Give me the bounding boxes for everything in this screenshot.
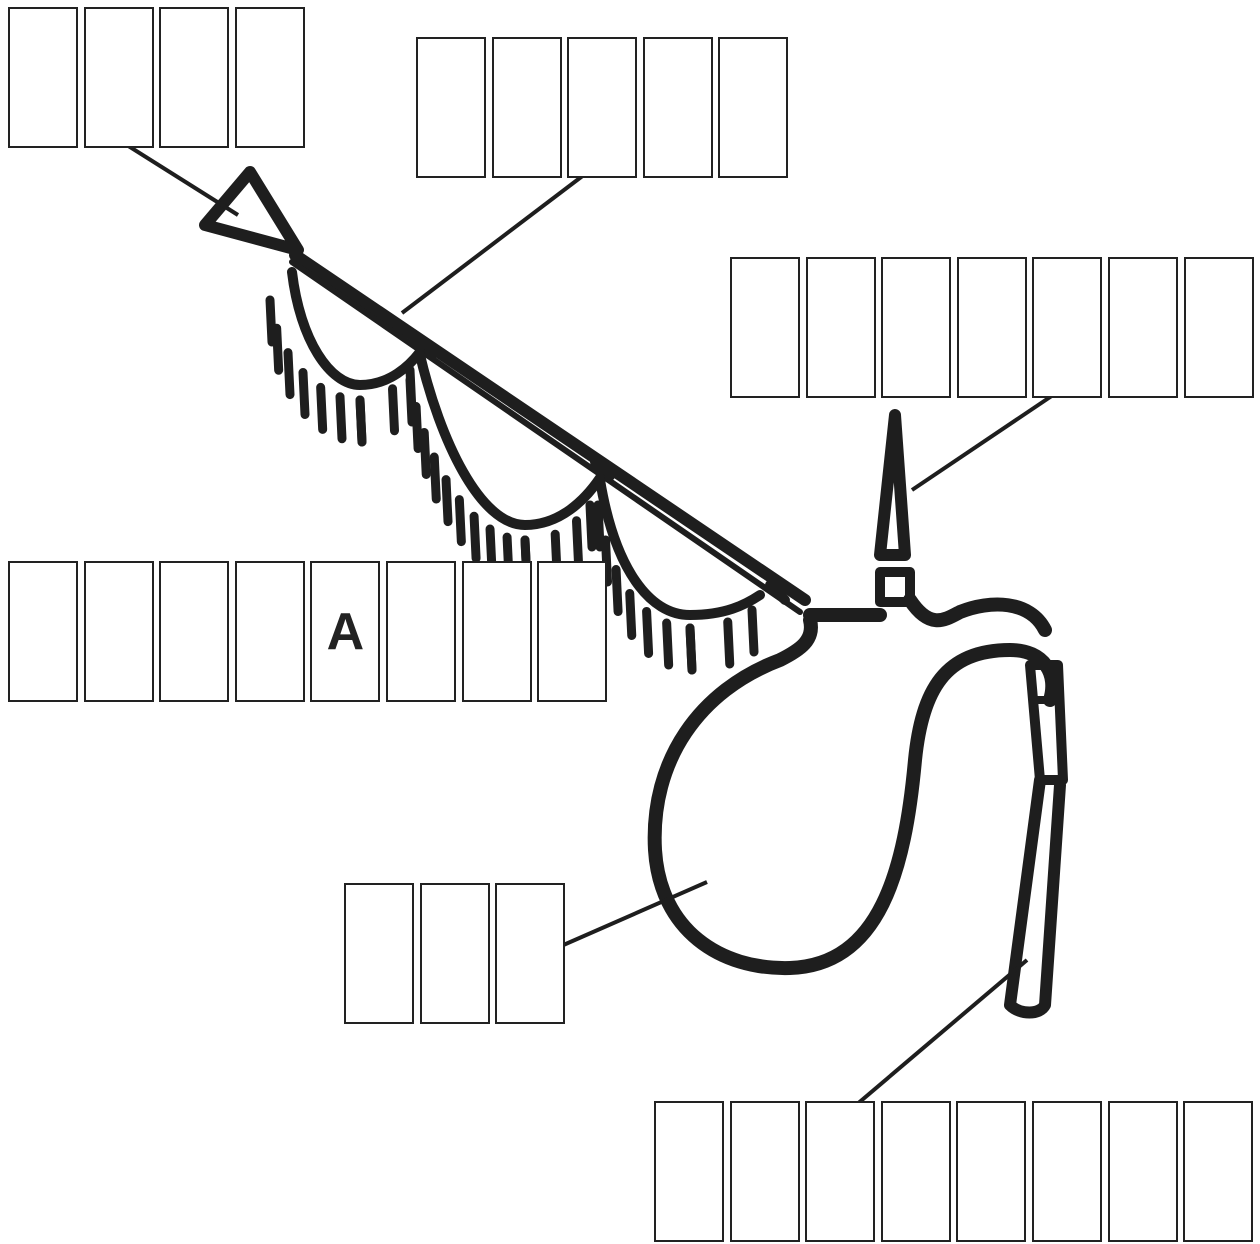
letter-box[interactable] bbox=[234, 561, 305, 702]
fringe-strand bbox=[571, 516, 583, 568]
letter-box[interactable] bbox=[729, 1101, 800, 1242]
fringe-strand bbox=[265, 295, 277, 347]
fringe-strand bbox=[593, 500, 605, 552]
letter-box[interactable] bbox=[159, 7, 230, 148]
fringe-strand bbox=[419, 427, 431, 479]
letter-box[interactable] bbox=[805, 1101, 876, 1242]
bass-drone-pipe bbox=[289, 249, 811, 606]
bass-drone-pipe-inner bbox=[289, 259, 803, 615]
swag-2 bbox=[415, 350, 605, 530]
fringe-strand bbox=[601, 535, 613, 587]
bag bbox=[647, 613, 1060, 976]
letter-box[interactable] bbox=[495, 883, 566, 1024]
letter-box[interactable] bbox=[1107, 1101, 1178, 1242]
letter-box[interactable] bbox=[654, 1101, 724, 1242]
fringe-strand bbox=[469, 511, 481, 563]
drone-joint-2 bbox=[590, 457, 615, 481]
letter-box[interactable] bbox=[881, 257, 952, 398]
answer-row-top-middle bbox=[416, 37, 789, 180]
letter-box[interactable] bbox=[8, 561, 78, 702]
leader-line-top-left bbox=[120, 140, 240, 217]
letter-box[interactable] bbox=[1031, 1101, 1102, 1242]
fringe-strand bbox=[723, 617, 735, 669]
letter-box[interactable] bbox=[159, 561, 230, 702]
fringe-strand bbox=[611, 565, 623, 617]
drone-top bbox=[199, 166, 304, 256]
answer-row-bag bbox=[344, 883, 566, 1026]
leader-line-bottom bbox=[834, 958, 1029, 1124]
fringe-strand bbox=[405, 375, 417, 427]
fringe-strand bbox=[283, 348, 295, 400]
letter-box[interactable] bbox=[1107, 257, 1178, 398]
letter-box[interactable] bbox=[567, 37, 638, 178]
bag-top-curve bbox=[903, 593, 1052, 637]
letter-box[interactable] bbox=[718, 37, 789, 178]
letter-box[interactable] bbox=[344, 883, 414, 1024]
fringe-strand bbox=[585, 500, 597, 552]
letter-box[interactable] bbox=[956, 257, 1027, 398]
answer-row-right bbox=[730, 257, 1254, 400]
fringe-strand bbox=[388, 384, 399, 436]
fringe-strand bbox=[747, 605, 759, 657]
letter-box[interactable] bbox=[416, 37, 486, 178]
fringe-strand bbox=[642, 606, 654, 658]
letter-box[interactable] bbox=[461, 561, 532, 702]
leader-line-top-middle bbox=[400, 163, 599, 315]
drone-joint-1 bbox=[410, 335, 437, 360]
letter-box[interactable] bbox=[491, 37, 562, 178]
chanter bbox=[1004, 774, 1066, 1019]
letter-box[interactable] bbox=[805, 257, 876, 398]
fringe-strand bbox=[429, 452, 441, 504]
fringe-strand bbox=[454, 495, 466, 547]
fringe-strand bbox=[685, 623, 697, 675]
answer-row-bottom bbox=[654, 1101, 1254, 1244]
letter-box[interactable] bbox=[1183, 1101, 1254, 1242]
fringe-strand bbox=[625, 589, 637, 640]
letter-box[interactable] bbox=[83, 561, 154, 702]
leader-line-right bbox=[910, 385, 1067, 492]
letter-box[interactable] bbox=[385, 561, 456, 702]
fringe-strand bbox=[272, 323, 284, 375]
letter-box[interactable] bbox=[234, 7, 305, 148]
letter-box[interactable] bbox=[83, 7, 154, 148]
letter-box[interactable] bbox=[956, 1101, 1027, 1242]
leader-line-bag bbox=[551, 880, 708, 952]
letter-box[interactable] bbox=[537, 561, 608, 702]
letter-box[interactable] bbox=[880, 1101, 951, 1242]
letter-box[interactable] bbox=[1183, 257, 1254, 398]
tenor-drone bbox=[874, 409, 911, 561]
answer-row-top-left bbox=[8, 7, 305, 150]
fringe-strand bbox=[355, 395, 367, 447]
fringe-strand bbox=[316, 382, 328, 434]
tenor-stock bbox=[875, 567, 915, 607]
fringe-strand bbox=[411, 402, 423, 454]
swag-3 bbox=[595, 475, 765, 620]
fringe-strand bbox=[441, 475, 453, 527]
letter-box[interactable] bbox=[1032, 257, 1103, 398]
letter-box[interactable] bbox=[8, 7, 78, 148]
fringe-strand bbox=[335, 392, 347, 444]
fringe-strand bbox=[298, 368, 310, 419]
letter-box[interactable]: A bbox=[310, 561, 381, 702]
drone-joint-3 bbox=[765, 580, 790, 605]
swag-1 bbox=[287, 267, 425, 390]
answer-row-left: A bbox=[8, 561, 608, 704]
letter-box[interactable] bbox=[730, 257, 800, 398]
letter-box[interactable] bbox=[419, 883, 490, 1024]
letter-box[interactable] bbox=[642, 37, 713, 178]
fringe-strand bbox=[662, 618, 674, 670]
